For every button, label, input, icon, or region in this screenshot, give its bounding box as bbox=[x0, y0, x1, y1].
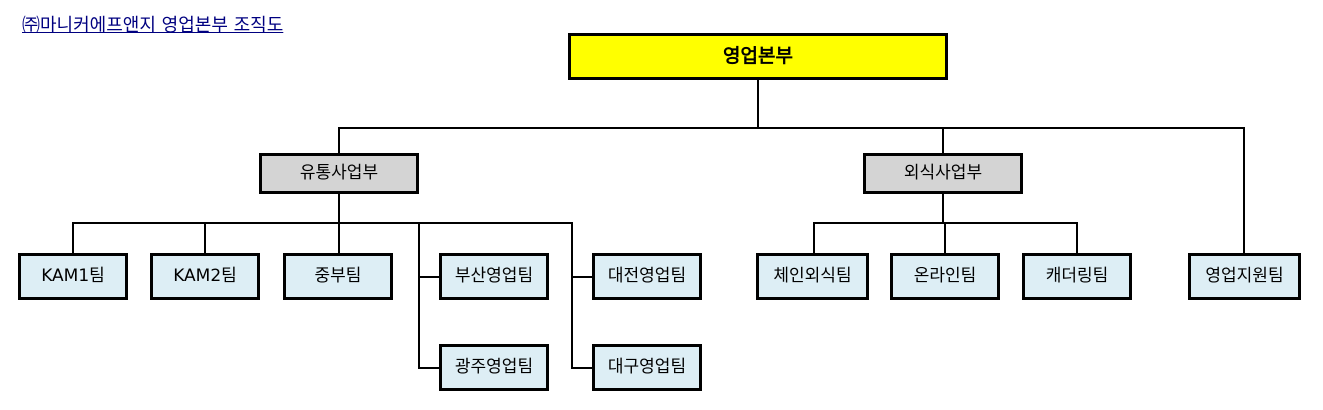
node-team-gwangju-label: 광주영업팀 bbox=[454, 357, 534, 377]
connector-main-bus bbox=[338, 127, 1244, 129]
connector-riser-busan-gwangju bbox=[418, 222, 420, 368]
node-team-daejeon[interactable]: 대전영업팀 bbox=[592, 253, 702, 300]
node-team-support-label: 영업지원팀 bbox=[1205, 266, 1284, 286]
connector-distribution-bus bbox=[72, 222, 572, 224]
connector-distribution-stem bbox=[338, 193, 340, 223]
node-division-distribution[interactable]: 유통사업부 bbox=[259, 153, 419, 194]
node-team-daejeon-label: 대전영업팀 bbox=[607, 266, 687, 286]
connector-drop-support bbox=[1243, 127, 1245, 254]
node-division-foodservice[interactable]: 외식사업부 bbox=[863, 153, 1023, 194]
connector-branch-daegu bbox=[571, 367, 593, 369]
node-team-online-label: 온라인팀 bbox=[913, 266, 977, 286]
node-team-busan[interactable]: 부산영업팀 bbox=[439, 253, 549, 300]
node-team-busan-label: 부산영업팀 bbox=[454, 266, 534, 286]
connector-drop-distribution bbox=[338, 127, 340, 154]
connector-drop-online bbox=[944, 222, 946, 254]
node-team-kam2-label: KAM2팀 bbox=[173, 266, 237, 286]
connector-foodservice-stem bbox=[942, 193, 944, 223]
connector-branch-busan bbox=[418, 276, 440, 278]
node-team-kam2[interactable]: KAM2팀 bbox=[150, 253, 260, 300]
node-team-online[interactable]: 온라인팀 bbox=[890, 253, 1000, 300]
node-division-distribution-label: 유통사업부 bbox=[299, 163, 379, 183]
node-team-chain-label: 체인외식팀 bbox=[773, 266, 852, 286]
connector-riser-daejeon-daegu bbox=[571, 222, 573, 368]
node-team-catering[interactable]: 캐더링팀 bbox=[1022, 253, 1132, 300]
node-root-label: 영업본부 bbox=[723, 45, 793, 67]
node-team-jungbu-label: 중부팀 bbox=[314, 266, 362, 286]
page-title: ㈜마니커에프앤지 영업본부 조직도 bbox=[22, 15, 284, 36]
node-root[interactable]: 영업본부 bbox=[568, 33, 948, 80]
node-team-gwangju[interactable]: 광주영업팀 bbox=[439, 344, 549, 391]
connector-drop-foodservice bbox=[942, 127, 944, 154]
connector-branch-gwangju bbox=[418, 367, 440, 369]
connector-branch-daejeon bbox=[571, 276, 593, 278]
node-team-daegu-label: 대구영업팀 bbox=[607, 357, 687, 377]
connector-drop-chain bbox=[813, 222, 815, 254]
connector-root-stem bbox=[757, 80, 759, 128]
connector-drop-jungbu bbox=[338, 222, 340, 254]
node-team-chain[interactable]: 체인외식팀 bbox=[756, 253, 869, 300]
node-team-support[interactable]: 영업지원팀 bbox=[1188, 253, 1301, 300]
node-team-jungbu[interactable]: 중부팀 bbox=[283, 253, 393, 300]
node-team-kam1[interactable]: KAM1팀 bbox=[18, 253, 128, 300]
connector-drop-catering bbox=[1076, 222, 1078, 254]
connector-drop-kam1 bbox=[72, 222, 74, 254]
connector-drop-kam2 bbox=[204, 222, 206, 254]
node-team-daegu[interactable]: 대구영업팀 bbox=[592, 344, 702, 391]
node-team-kam1-label: KAM1팀 bbox=[41, 266, 105, 286]
node-team-catering-label: 캐더링팀 bbox=[1045, 266, 1109, 286]
node-division-foodservice-label: 외식사업부 bbox=[903, 163, 983, 183]
